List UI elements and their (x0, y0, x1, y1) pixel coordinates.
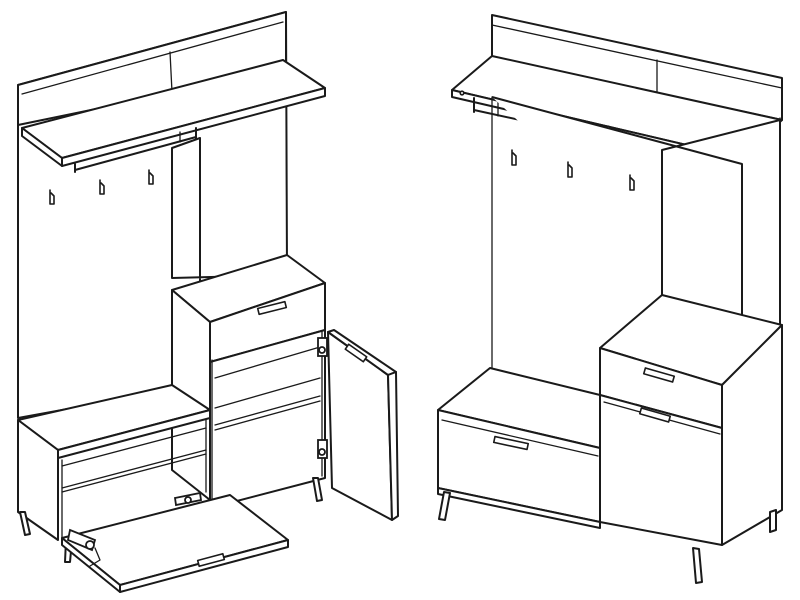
bench-cabinet (17, 384, 211, 563)
hallway-unit-open-view (17, 11, 399, 593)
handle-icon (492, 435, 530, 451)
open-cabinet-door (317, 329, 399, 521)
back-panel (491, 96, 781, 383)
handle-icon (638, 407, 672, 423)
bench-cabinet (437, 367, 601, 529)
handle-icon (344, 343, 368, 363)
coat-hooks (49, 169, 154, 205)
coat-hook-icon (49, 189, 55, 205)
hinge-icon (317, 337, 328, 357)
handle-icon (642, 367, 676, 383)
handle-icon (256, 300, 288, 316)
coat-hook-icon (629, 174, 635, 191)
coat-hook-icon (567, 161, 573, 178)
coat-hooks (511, 149, 635, 191)
handle-icon (196, 552, 226, 568)
coat-hook-icon (511, 149, 517, 166)
right-cabinet (171, 254, 326, 509)
upper-shelf (21, 59, 326, 167)
hinge-icon (173, 491, 203, 507)
open-drop-flap (61, 491, 289, 593)
hinge-icon (317, 439, 328, 459)
legs (438, 491, 777, 584)
hinge-icon (66, 528, 97, 552)
coat-hook-icon (148, 169, 154, 185)
hallway-unit-closed-view (437, 14, 783, 584)
coat-hook-icon (99, 179, 105, 195)
right-cabinet (599, 294, 783, 546)
hanging-rail (74, 127, 197, 173)
